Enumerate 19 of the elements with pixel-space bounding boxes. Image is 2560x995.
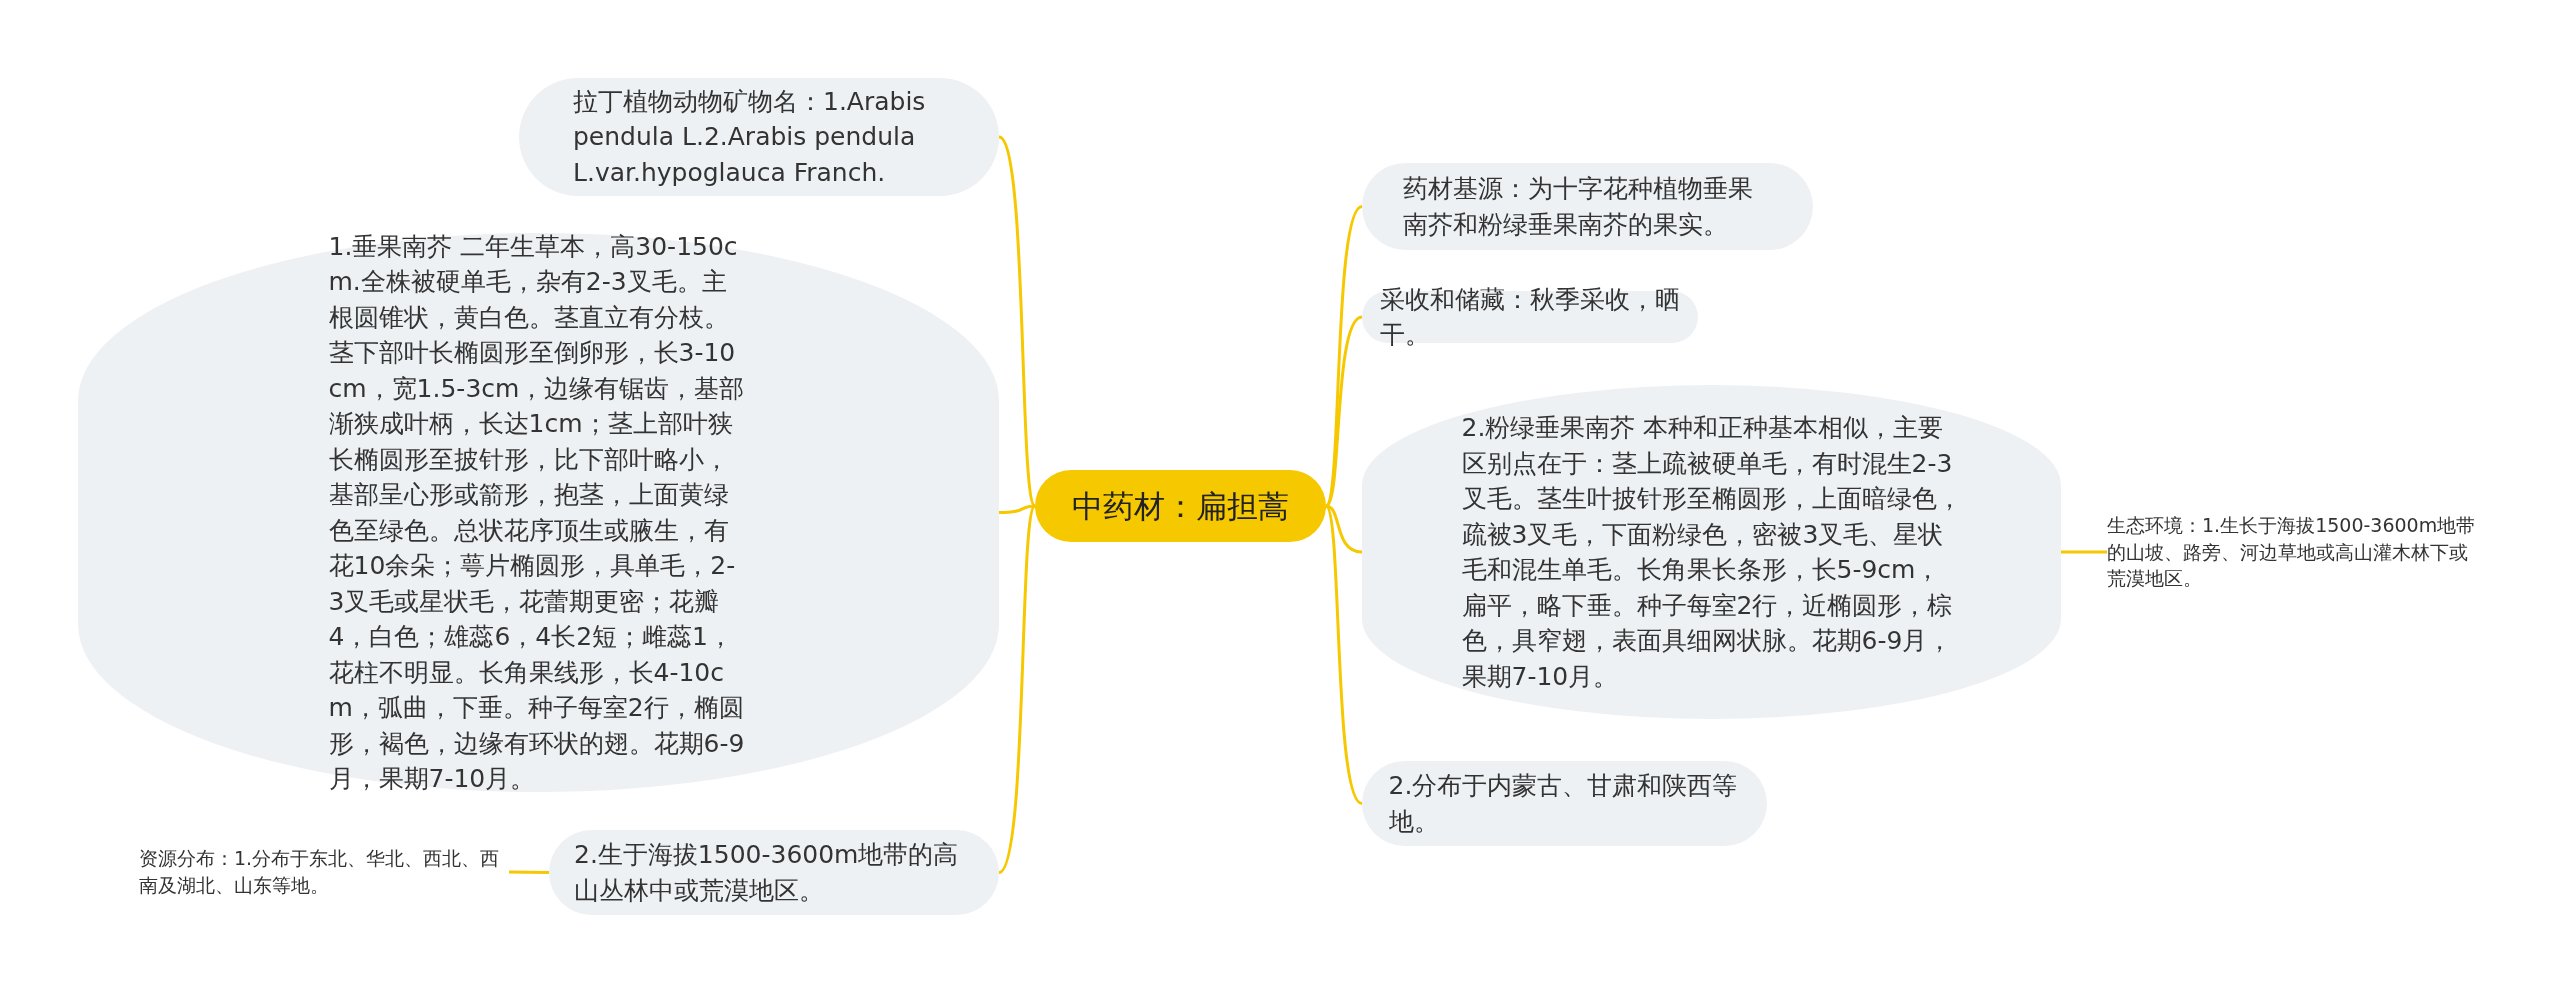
note-text: 生态环境：1.生长于海拔1500-3600m地带的山坡、路旁、河边草地或高山灌木林下或荒漠地区。 [2107, 512, 2477, 592]
topic-text: 采收和储藏：秋季采收，晒干。 [1380, 283, 1680, 351]
connector-line [1324, 505, 1363, 805]
connector-line [1324, 315, 1363, 508]
topic-text: 拉丁植物动物矿物名：1.Arabis pendula L.2.Arabis pendula L.var.hypoglauca Franch. [573, 85, 927, 189]
connector-line [997, 136, 1037, 507]
note-text: 资源分布：1.分布于东北、华北、西北、西南及湖北、山东等地。 [139, 846, 501, 898]
topic-title: 中药材：扁担蒿 [1071, 487, 1290, 526]
topic-text: 1.垂果南芥 二年生草本，高30-150cm.全株被硬单毛，杂有2-3叉毛。主根圆锥状，黄白色。茎直立有分枝。茎下部叶长椭圆形至倒卵形，长3-10cm，宽1.5-3cm，边缘有锯齿，基部渐狭成叶柄，长达1cm；茎上部叶狭长椭圆形至披针形，比下部叶略小，基部呈心形或箭形，抱茎，上面黄绿色至绿色。总状花序顶生或腋生，有花10余朵；萼片椭圆形，具单毛，2-3叉毛或星状毛，花蕾期更密；花瓣4，白色；雄蕊6，4长2短；雌蕊1，花柱不明显。长角果线形，长4-10cm，弧曲，下垂。种子每室2行，椭圆形，褐色，边缘有环状的翅。花期6-9月，果期7-10月。 [328, 230, 746, 795]
connector-line [2061, 550, 2107, 554]
topic-text: 2.生于海拔1500-3600m地带的高山丛林中或荒漠地区。 [574, 839, 960, 907]
connector-line [508, 870, 550, 874]
connector-line [997, 505, 1037, 874]
topic-text: 药材基源：为十字花种植物垂果南芥和粉绿垂果南芥的果实。 [1402, 173, 1754, 241]
topic-text: 2.分布于内蒙古、甘肃和陕西等地。 [1388, 770, 1739, 838]
connector-line [998, 504, 1036, 514]
central-topic [1035, 470, 1326, 542]
connector-line [1325, 504, 1363, 554]
topic-text: 2.粉绿垂果南芥 本种和正种基本相似，主要区别点在于：茎上疏被硬单毛，有时混生2-3叉毛。茎生叶披针形至椭圆形，上面暗绿色，疏被3叉毛，下面粉绿色，密被3叉毛、星状毛和混生单毛。长角果长条形，长5-9cm，扁平，略下垂。种子每室2行，近椭圆形，棕色，具窄翅，表面具细网状脉。花期6-9月，果期7-10月。 [1461, 412, 1962, 693]
